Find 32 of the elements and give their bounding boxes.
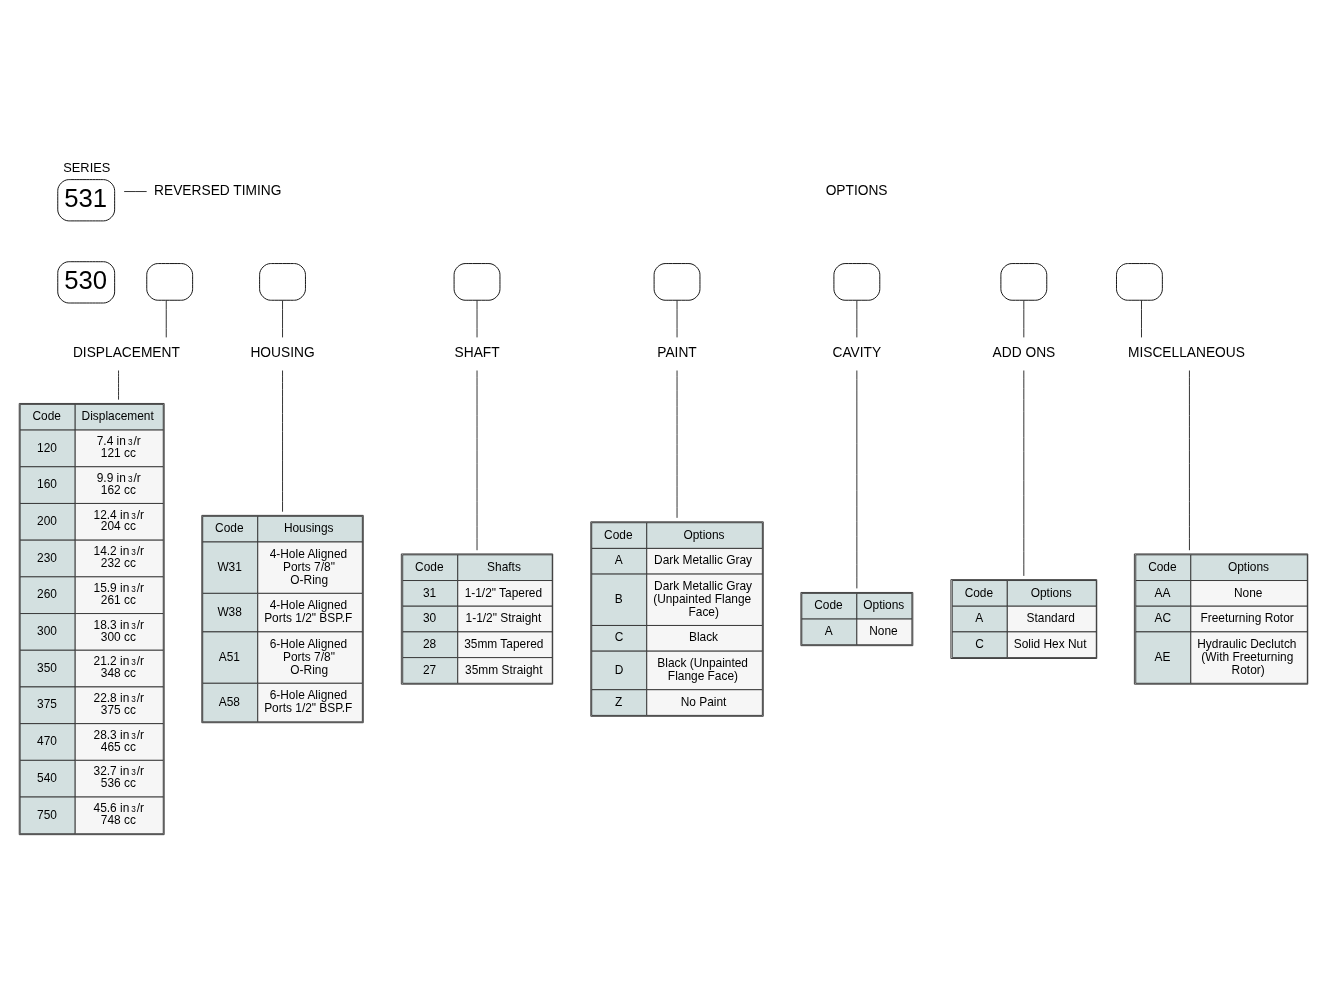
connector [165,299,167,338]
node-text: HOUSING [250,344,315,360]
connector [856,369,858,589]
connector [856,299,858,338]
node-box [1000,262,1048,301]
connector [1188,369,1190,551]
node-text: DISPLACEMENT [72,344,180,360]
connector [476,299,478,338]
node-box [453,262,501,301]
node-text: ADD ONS [992,344,1056,360]
node-box [146,262,194,301]
connector [676,299,678,338]
node-text: CAVITY [832,344,882,360]
node-label: SERIES [63,159,111,175]
connector [1141,299,1142,338]
node-box [653,262,701,301]
node-box [1116,262,1163,301]
connector [123,190,148,192]
node-box: 530 [57,260,116,303]
node-text: MISCELLANEOUS [1127,344,1245,360]
node-box [259,262,306,301]
connector [1023,369,1025,576]
connector [282,299,283,338]
node-text: SHAFT [454,344,500,360]
node-box [833,262,881,301]
connector [282,369,283,512]
connector [1023,299,1025,338]
connector [118,369,119,400]
node-text: PAINT [657,344,697,360]
node-text: REVERSED TIMING [154,182,282,198]
node-box: 531 [57,178,116,221]
label: OPTIONS [825,182,888,198]
